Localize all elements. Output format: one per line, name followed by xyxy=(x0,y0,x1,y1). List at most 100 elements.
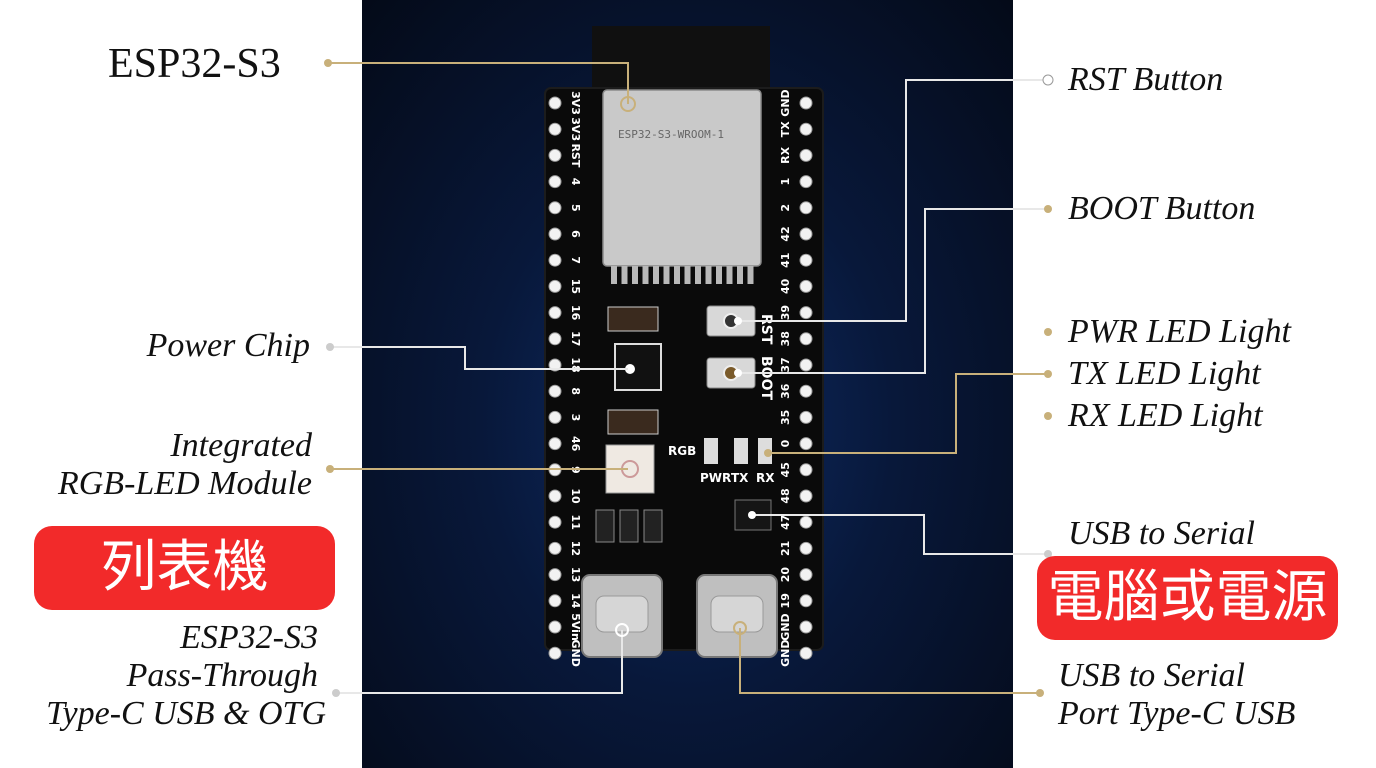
power-chip-cap-2 xyxy=(607,409,659,435)
module-pad xyxy=(674,266,680,284)
module-pad xyxy=(695,266,701,284)
left-pin xyxy=(548,122,562,136)
rst-button-silk: RST xyxy=(758,314,774,345)
left-pin-label: 10 xyxy=(569,488,582,504)
right-pin-label: 38 xyxy=(779,331,792,346)
right-pin-label: GND xyxy=(779,613,792,640)
right-pin xyxy=(799,175,813,189)
right-pin-label: 47 xyxy=(779,515,792,530)
left-pin xyxy=(548,253,562,267)
label-rx-led: RX LED Light xyxy=(1068,397,1263,434)
usb-c-port-serial xyxy=(696,574,778,658)
right-pin-label: 42 xyxy=(779,226,792,241)
left-pin xyxy=(548,515,562,529)
module-pad xyxy=(684,266,691,284)
leader-dots xyxy=(324,59,1054,697)
left-pin xyxy=(548,620,562,634)
module-pad xyxy=(726,266,733,284)
right-pin xyxy=(799,463,813,477)
right-pin xyxy=(799,306,813,320)
wroom-module xyxy=(602,89,762,267)
left-pin-label: 46 xyxy=(569,436,582,452)
led-silk-tx: TX xyxy=(731,471,749,485)
label-boot-button: BOOT Button xyxy=(1068,190,1256,227)
left-pin xyxy=(548,384,562,398)
led-silk-pwr: PWR xyxy=(700,471,731,485)
left-pin xyxy=(548,489,562,503)
left-pin xyxy=(548,227,562,241)
label-usb-port-line1: USB to Serial xyxy=(1058,657,1245,694)
right-pin-label: 20 xyxy=(779,567,792,583)
rgb-silk: RGB xyxy=(668,444,696,458)
left-pin-label: GND xyxy=(569,640,582,667)
left-pin-label: 17 xyxy=(569,331,582,346)
left-pin-label: 5Vin xyxy=(569,613,582,641)
left-pin-label: 15 xyxy=(569,279,582,294)
label-usb-serial: USB to Serial xyxy=(1068,515,1255,552)
power-chip-cap xyxy=(607,306,659,332)
badge-printer: 列表機 xyxy=(34,526,335,610)
right-pin-label: 36 xyxy=(779,383,792,399)
right-pin-label: 41 xyxy=(779,253,792,268)
usb-c-port-otg xyxy=(581,574,663,658)
right-pin xyxy=(799,122,813,136)
left-pin-label: 3 xyxy=(569,414,582,422)
module-pad xyxy=(737,266,743,284)
left-pin-label: 8 xyxy=(569,387,582,395)
left-pin-label: 7 xyxy=(569,256,582,264)
label-pwr-led: PWR LED Light xyxy=(1068,313,1291,350)
left-pin xyxy=(548,148,562,162)
right-pin-label: TX xyxy=(779,121,792,138)
right-pin-label: 19 xyxy=(779,593,792,608)
module-pad xyxy=(716,266,722,284)
left-pin-label: 12 xyxy=(569,541,582,556)
label-otg-line2: Pass-Through xyxy=(126,657,318,694)
right-pin xyxy=(799,437,813,451)
left-pin-label: 18 xyxy=(569,357,582,372)
module-pins xyxy=(611,266,754,284)
right-pin-label: 45 xyxy=(779,462,792,477)
left-pin xyxy=(548,332,562,346)
right-pin-label: 1 xyxy=(779,178,792,186)
leader-otg xyxy=(336,630,623,694)
module-pad xyxy=(653,266,659,284)
label-otg-line3: Type-C USB & OTG xyxy=(46,695,326,732)
badge-computer-or-power: 電腦或電源 xyxy=(1037,556,1338,640)
right-pin-label: 37 xyxy=(779,357,792,372)
right-pin xyxy=(799,227,813,241)
left-pin-label: 3V3 xyxy=(569,117,582,141)
header-pins-left: 3V33V3RST4567151617188346910111213145Vin… xyxy=(548,91,582,667)
left-pin-label: 14 xyxy=(569,593,582,609)
antenna-area xyxy=(592,26,770,96)
leader-lines xyxy=(328,62,1048,694)
left-pin xyxy=(548,96,562,110)
leader-power xyxy=(330,346,628,370)
left-pin xyxy=(548,279,562,293)
left-pin xyxy=(548,410,562,424)
right-pin xyxy=(799,358,813,372)
status-leds xyxy=(704,438,772,464)
right-pin-label: 40 xyxy=(779,278,792,294)
leader-leds xyxy=(768,373,1048,454)
right-pin xyxy=(799,541,813,555)
right-pin-label: 2 xyxy=(779,204,792,212)
right-pin xyxy=(799,620,813,634)
left-pin xyxy=(548,646,562,660)
right-pin xyxy=(799,279,813,293)
right-pin-label: 21 xyxy=(779,541,792,556)
left-pin xyxy=(548,594,562,608)
right-pin xyxy=(799,148,813,162)
label-power-chip: Power Chip xyxy=(146,327,310,364)
left-pin-label: 5 xyxy=(569,204,582,212)
right-pin xyxy=(799,646,813,660)
left-pin xyxy=(548,437,562,451)
right-pin xyxy=(799,410,813,424)
led-silk-rx: RX xyxy=(756,471,775,485)
right-pin-label: 35 xyxy=(779,410,792,425)
board-title: ESP32-S3 xyxy=(108,41,281,87)
left-pin-label: RST xyxy=(569,143,582,167)
module-pad xyxy=(705,266,712,284)
label-otg-line1: ESP32-S3 xyxy=(180,619,318,656)
left-pin xyxy=(548,541,562,555)
